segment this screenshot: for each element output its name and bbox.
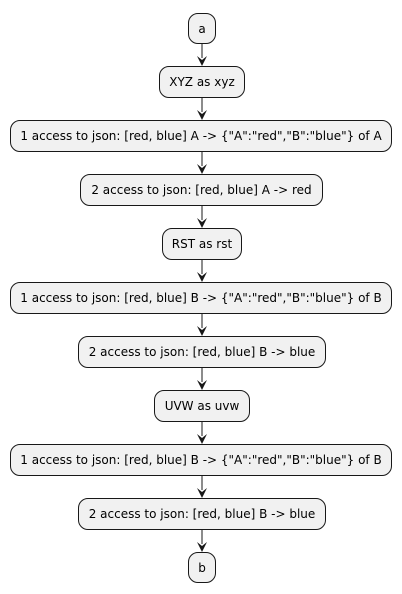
start-node-a: a (188, 13, 216, 44)
action-access-json-b-map-1: 1 access to json: [red, blue] B -> {"A":… (10, 282, 392, 314)
action-access-json-b-map-2: 1 access to json: [red, blue] B -> {"A":… (10, 444, 392, 476)
arrowhead-2 (197, 110, 207, 120)
action-access-json-a-map: 1 access to json: [red, blue] A -> {"A":… (10, 120, 392, 152)
action-xyz-as-xyz: XYZ as xyz (159, 66, 245, 98)
end-node-b: b (188, 552, 216, 583)
arrowhead-10 (197, 542, 207, 552)
action-access-json-b-blue-1: 2 access to json: [red, blue] B -> blue (78, 336, 326, 368)
action-access-json-b-blue-2: 2 access to json: [red, blue] B -> blue (78, 498, 326, 530)
action-uvw-as-uvw: UVW as uvw (154, 390, 250, 422)
arrowhead-6 (197, 326, 207, 336)
action-rst-as-rst: RST as rst (162, 228, 242, 260)
arrowhead-8 (197, 434, 207, 444)
arrowhead-4 (197, 218, 207, 228)
arrowhead-5 (197, 272, 207, 282)
arrowhead-7 (197, 380, 207, 390)
arrowhead-9 (197, 488, 207, 498)
action-access-json-a-red: 2 access to json: [red, blue] A -> red (80, 174, 323, 206)
arrowhead-3 (197, 164, 207, 174)
arrowhead-1 (197, 56, 207, 66)
